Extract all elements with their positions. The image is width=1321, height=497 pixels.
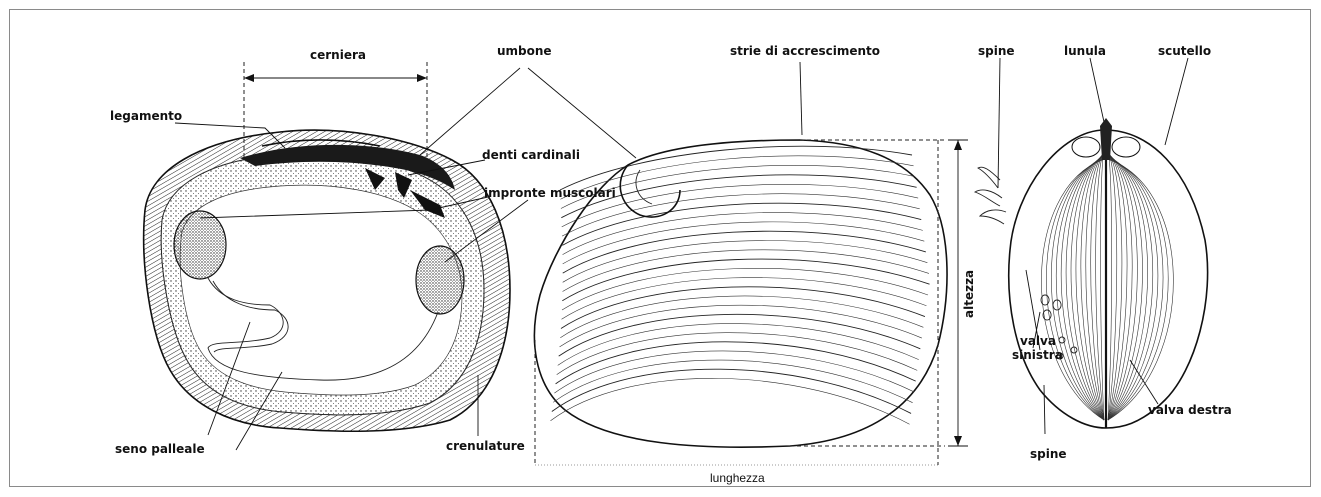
dorsal-line-right bbox=[1108, 151, 1112, 420]
growth-line bbox=[562, 194, 920, 236]
label-valva-sinistra-2: sinistra bbox=[1012, 348, 1063, 362]
dorsal-line-right bbox=[1108, 155, 1143, 420]
umbo-beak bbox=[620, 165, 680, 217]
label-lunula: lunula bbox=[1064, 44, 1106, 58]
growth-line bbox=[563, 222, 925, 264]
dorsal-line-left bbox=[1101, 151, 1104, 420]
label-valva-sinistra-1: valva bbox=[1020, 334, 1056, 348]
label-seno-palleale: seno palleale bbox=[115, 442, 205, 456]
label-lunghezza: lunghezza bbox=[710, 471, 765, 485]
growth-line bbox=[553, 360, 912, 403]
label-valva-destra: valva destra bbox=[1148, 403, 1232, 417]
growth-line bbox=[559, 314, 921, 356]
leader-lines bbox=[175, 58, 1188, 450]
spine-3 bbox=[980, 210, 1006, 224]
growth-line bbox=[563, 241, 928, 283]
label-legamento: legamento bbox=[110, 109, 182, 123]
growth-line bbox=[552, 369, 911, 413]
interior-valve bbox=[144, 130, 510, 431]
dorsal-line-right bbox=[1108, 158, 1163, 420]
dorsal-view bbox=[975, 118, 1208, 428]
lunula-shape bbox=[1100, 118, 1112, 160]
label-altezza: altezza bbox=[962, 270, 976, 318]
label-spine-top: spine bbox=[978, 44, 1015, 58]
left-umbo bbox=[1072, 137, 1100, 157]
growth-line bbox=[563, 250, 929, 292]
label-crenulature: crenulature bbox=[446, 439, 525, 453]
label-scutello: scutello bbox=[1158, 44, 1211, 58]
growth-line bbox=[563, 231, 926, 273]
growth-line bbox=[560, 305, 922, 347]
dorsal-growth-lines bbox=[1041, 151, 1173, 420]
dorsal-line-right bbox=[1108, 151, 1117, 420]
label-impronte-muscolari: impronte muscolari bbox=[484, 186, 616, 200]
growth-line bbox=[557, 333, 918, 375]
dorsal-line-right bbox=[1108, 156, 1148, 420]
growth-line bbox=[556, 342, 916, 384]
pallial-line bbox=[208, 278, 438, 380]
label-denti-cardinali: denti cardinali bbox=[482, 148, 580, 162]
dorsal-line-left bbox=[1066, 156, 1104, 420]
label-cerniera: cerniera bbox=[310, 48, 366, 62]
label-spine-bottom: spine bbox=[1030, 447, 1067, 461]
dorsal-outline bbox=[1009, 130, 1208, 428]
label-umbone: umbone bbox=[497, 44, 552, 58]
growth-line bbox=[563, 213, 923, 255]
dorsal-line-left bbox=[1041, 159, 1104, 420]
label-strie-di-accrescimento: strie di accrescimento bbox=[730, 44, 880, 58]
dorsal-line-left bbox=[1071, 155, 1104, 420]
dorsal-line-left bbox=[1096, 151, 1104, 420]
growth-line bbox=[554, 351, 914, 393]
growth-line bbox=[561, 287, 925, 329]
dorsal-line-left bbox=[1046, 159, 1104, 420]
spine-2 bbox=[975, 190, 1002, 206]
posterior-muscle-scar bbox=[416, 246, 464, 314]
dorsal-line-right bbox=[1108, 159, 1168, 420]
right-umbo bbox=[1112, 137, 1140, 157]
spine-1 bbox=[978, 167, 1000, 188]
anterior-muscle-scar bbox=[174, 211, 226, 279]
